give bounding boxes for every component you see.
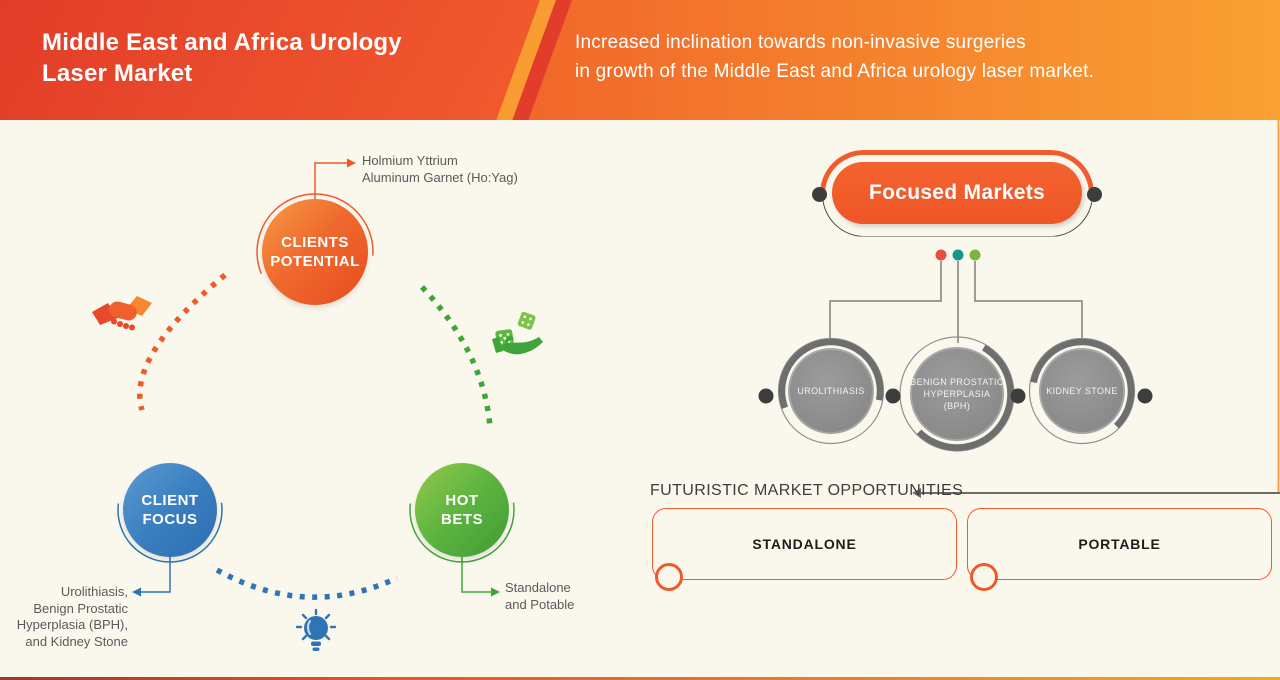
ring-marker-icon — [970, 563, 998, 591]
page-title: Middle East and Africa Urology Laser Mar… — [42, 29, 402, 87]
clients-potential-connector — [314, 158, 356, 203]
ring-marker-icon — [655, 563, 683, 591]
focused-markets-pill: Focused Markets — [832, 162, 1082, 224]
footer-gradient-strip — [0, 677, 1280, 680]
opportunity-standalone-label: STANDALONE — [752, 536, 857, 552]
node-hot-bets: HOT BETS — [415, 463, 509, 557]
pill-dot-left — [812, 186, 827, 202]
header-banner: Middle East and Africa Urology Laser Mar… — [0, 0, 1280, 120]
hot-bets-connector — [461, 555, 500, 597]
client-focus-connector — [132, 555, 171, 597]
node-clients-potential: CLIENTS POTENTIAL — [262, 199, 368, 305]
dot-red — [935, 249, 947, 261]
hand-with-dice-icon — [492, 311, 543, 355]
page-subtitle: Increased inclination towards non-invasi… — [575, 32, 1095, 82]
dotted-arc-blue — [215, 567, 399, 600]
dot-teal — [952, 249, 964, 261]
market-urolithiasis: UROLITHIASIS — [788, 348, 874, 434]
focused-markets-group: Focused Markets — [812, 150, 1102, 238]
futuristic-arrow — [912, 488, 1280, 498]
opportunity-standalone: STANDALONE — [652, 508, 957, 591]
market-bph: BENIGN PROSTATIC HYPERPLASIA (BPH) — [910, 347, 1004, 441]
market-connectors — [829, 261, 1083, 343]
opportunity-portable-label: PORTABLE — [1078, 536, 1161, 552]
annotation-hot-bets: Standalone and Potable — [505, 580, 575, 612]
futuristic-heading: FUTURISTIC MARKET OPPORTUNITIES — [650, 482, 964, 499]
dotted-arc-orange — [137, 272, 227, 411]
arrow-right-icon — [491, 587, 500, 597]
pill-dot-right — [1087, 186, 1102, 202]
market-kidney-stone: KIDNEY STONE — [1039, 348, 1125, 434]
lightbulb-icon — [295, 608, 337, 651]
node-client-focus: CLIENT FOCUS — [123, 463, 217, 557]
annotation-client-focus: Urolithiasis, Benign Prostatic Hyperplas… — [16, 584, 128, 649]
arrow-left-icon — [132, 587, 141, 597]
annotation-hoyag: Holmium Yttrium Aluminum Garnet (Ho:Yag) — [362, 153, 518, 185]
arrow-right-icon — [347, 158, 356, 168]
dot-green — [969, 249, 981, 261]
dotted-arc-green — [419, 285, 493, 428]
handshake-icon — [92, 296, 152, 331]
opportunity-portable: PORTABLE — [967, 508, 1272, 591]
